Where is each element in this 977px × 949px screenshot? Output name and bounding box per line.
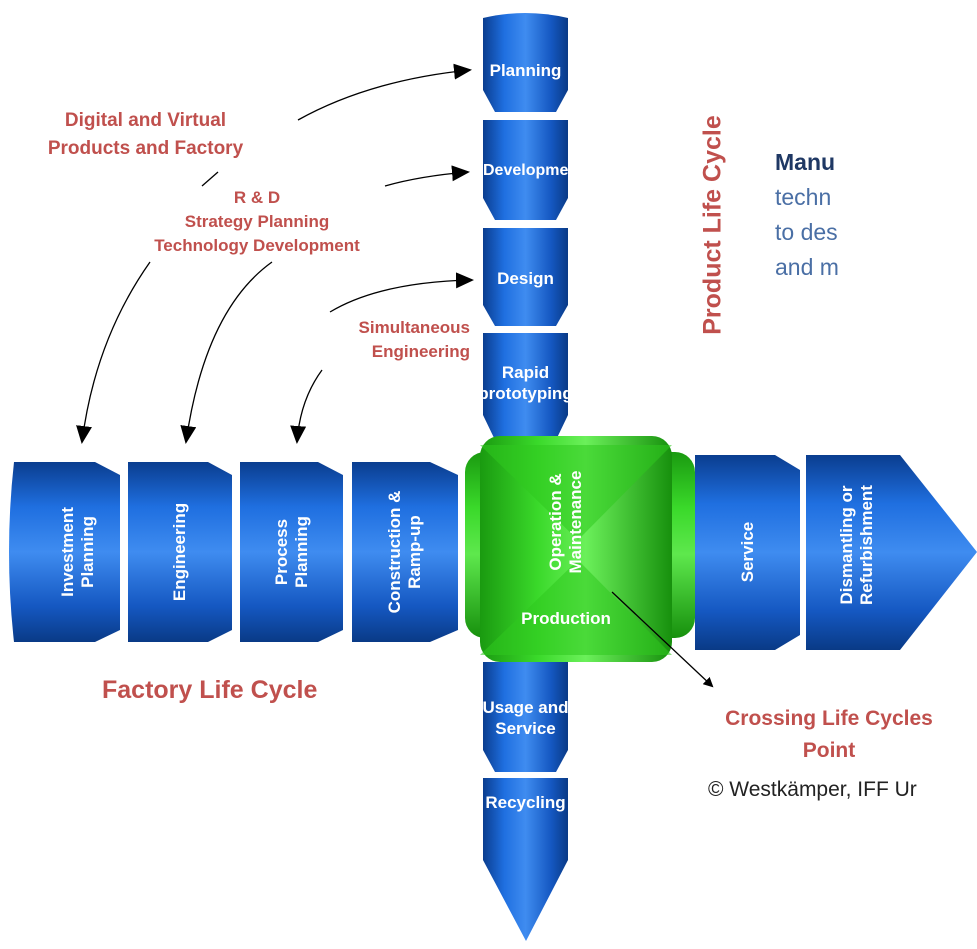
copyright-notice: © Westkämper, IFF Ur [708, 778, 917, 801]
arrow-to-crossing-caption [611, 591, 714, 688]
product-cycle-column [483, 13, 568, 941]
segment-rapid-prototyping-shape [483, 333, 568, 440]
segment-dismantling-refurbishment: Dismantling or Refurbishment [837, 485, 876, 605]
factory-cycle-row [9, 455, 977, 650]
segment-rapid-prototyping: Rapid prototyping [478, 363, 573, 403]
annotation-simultaneous-engineering: Simultaneous Engineering [358, 318, 470, 361]
manufacturing-title: Manu [775, 149, 836, 175]
segment-development-shape [483, 120, 568, 220]
segment-process-planning: Process Planning [272, 516, 311, 588]
segment-engineering-shape [128, 462, 232, 642]
arrow-to-investment-planning [76, 261, 151, 444]
segment-planning: Planning [489, 61, 562, 80]
crossing-shape [465, 436, 695, 662]
crossing-caption: Crossing Life Cycles Point [725, 707, 933, 762]
segment-planning-shape [483, 13, 568, 112]
segment-recycling-shape [483, 778, 568, 941]
arrow-to-process-planning [290, 369, 323, 444]
arrow-digital-stub [201, 171, 219, 187]
annotation-digital-virtual: Digital and Virtual Products and Factory [47, 110, 244, 159]
segment-development: Development [483, 162, 584, 179]
segment-design-shape [483, 228, 568, 326]
manufacturing-line-3: and m [775, 254, 839, 280]
arrow-to-design [329, 272, 474, 313]
segment-construction-shape [352, 462, 458, 642]
crossing-operation-maintenance: Operation & Maintenance [546, 470, 585, 574]
arrow-to-engineering [180, 261, 273, 444]
segment-service: Service [738, 521, 757, 583]
factory-life-cycle-title: Factory Life Cycle [102, 676, 318, 704]
segment-usage-service-shape [483, 662, 568, 772]
manufacturing-line-1: techn [775, 184, 832, 210]
segment-investment-planning-shape [9, 462, 120, 642]
manufacturing-text-block: Manu techn to des and m [775, 144, 857, 285]
arrow-to-planning [297, 63, 472, 121]
segment-service-shape [695, 455, 800, 650]
segment-investment-planning: Investment Planning [58, 507, 97, 597]
crossing-production: Production [521, 609, 611, 628]
segment-engineering: Engineering [170, 502, 189, 602]
segment-construction-ramp-up: Construction & Ramp-up [385, 490, 424, 614]
annotation-arrows [76, 63, 714, 688]
segment-dismantling-shape [806, 455, 977, 650]
segment-usage-service: Usage and Service [482, 698, 569, 738]
segment-design: Design [497, 269, 554, 288]
manufacturing-line-2: to des [775, 219, 838, 245]
arrow-to-development [384, 165, 470, 187]
segment-recycling: Recycling [485, 793, 566, 812]
annotation-rd-strategy: R & D Strategy Planning Technology Devel… [154, 188, 360, 255]
segment-process-planning-shape [240, 462, 343, 642]
product-life-cycle-title: Product Life Cycle [698, 115, 727, 335]
